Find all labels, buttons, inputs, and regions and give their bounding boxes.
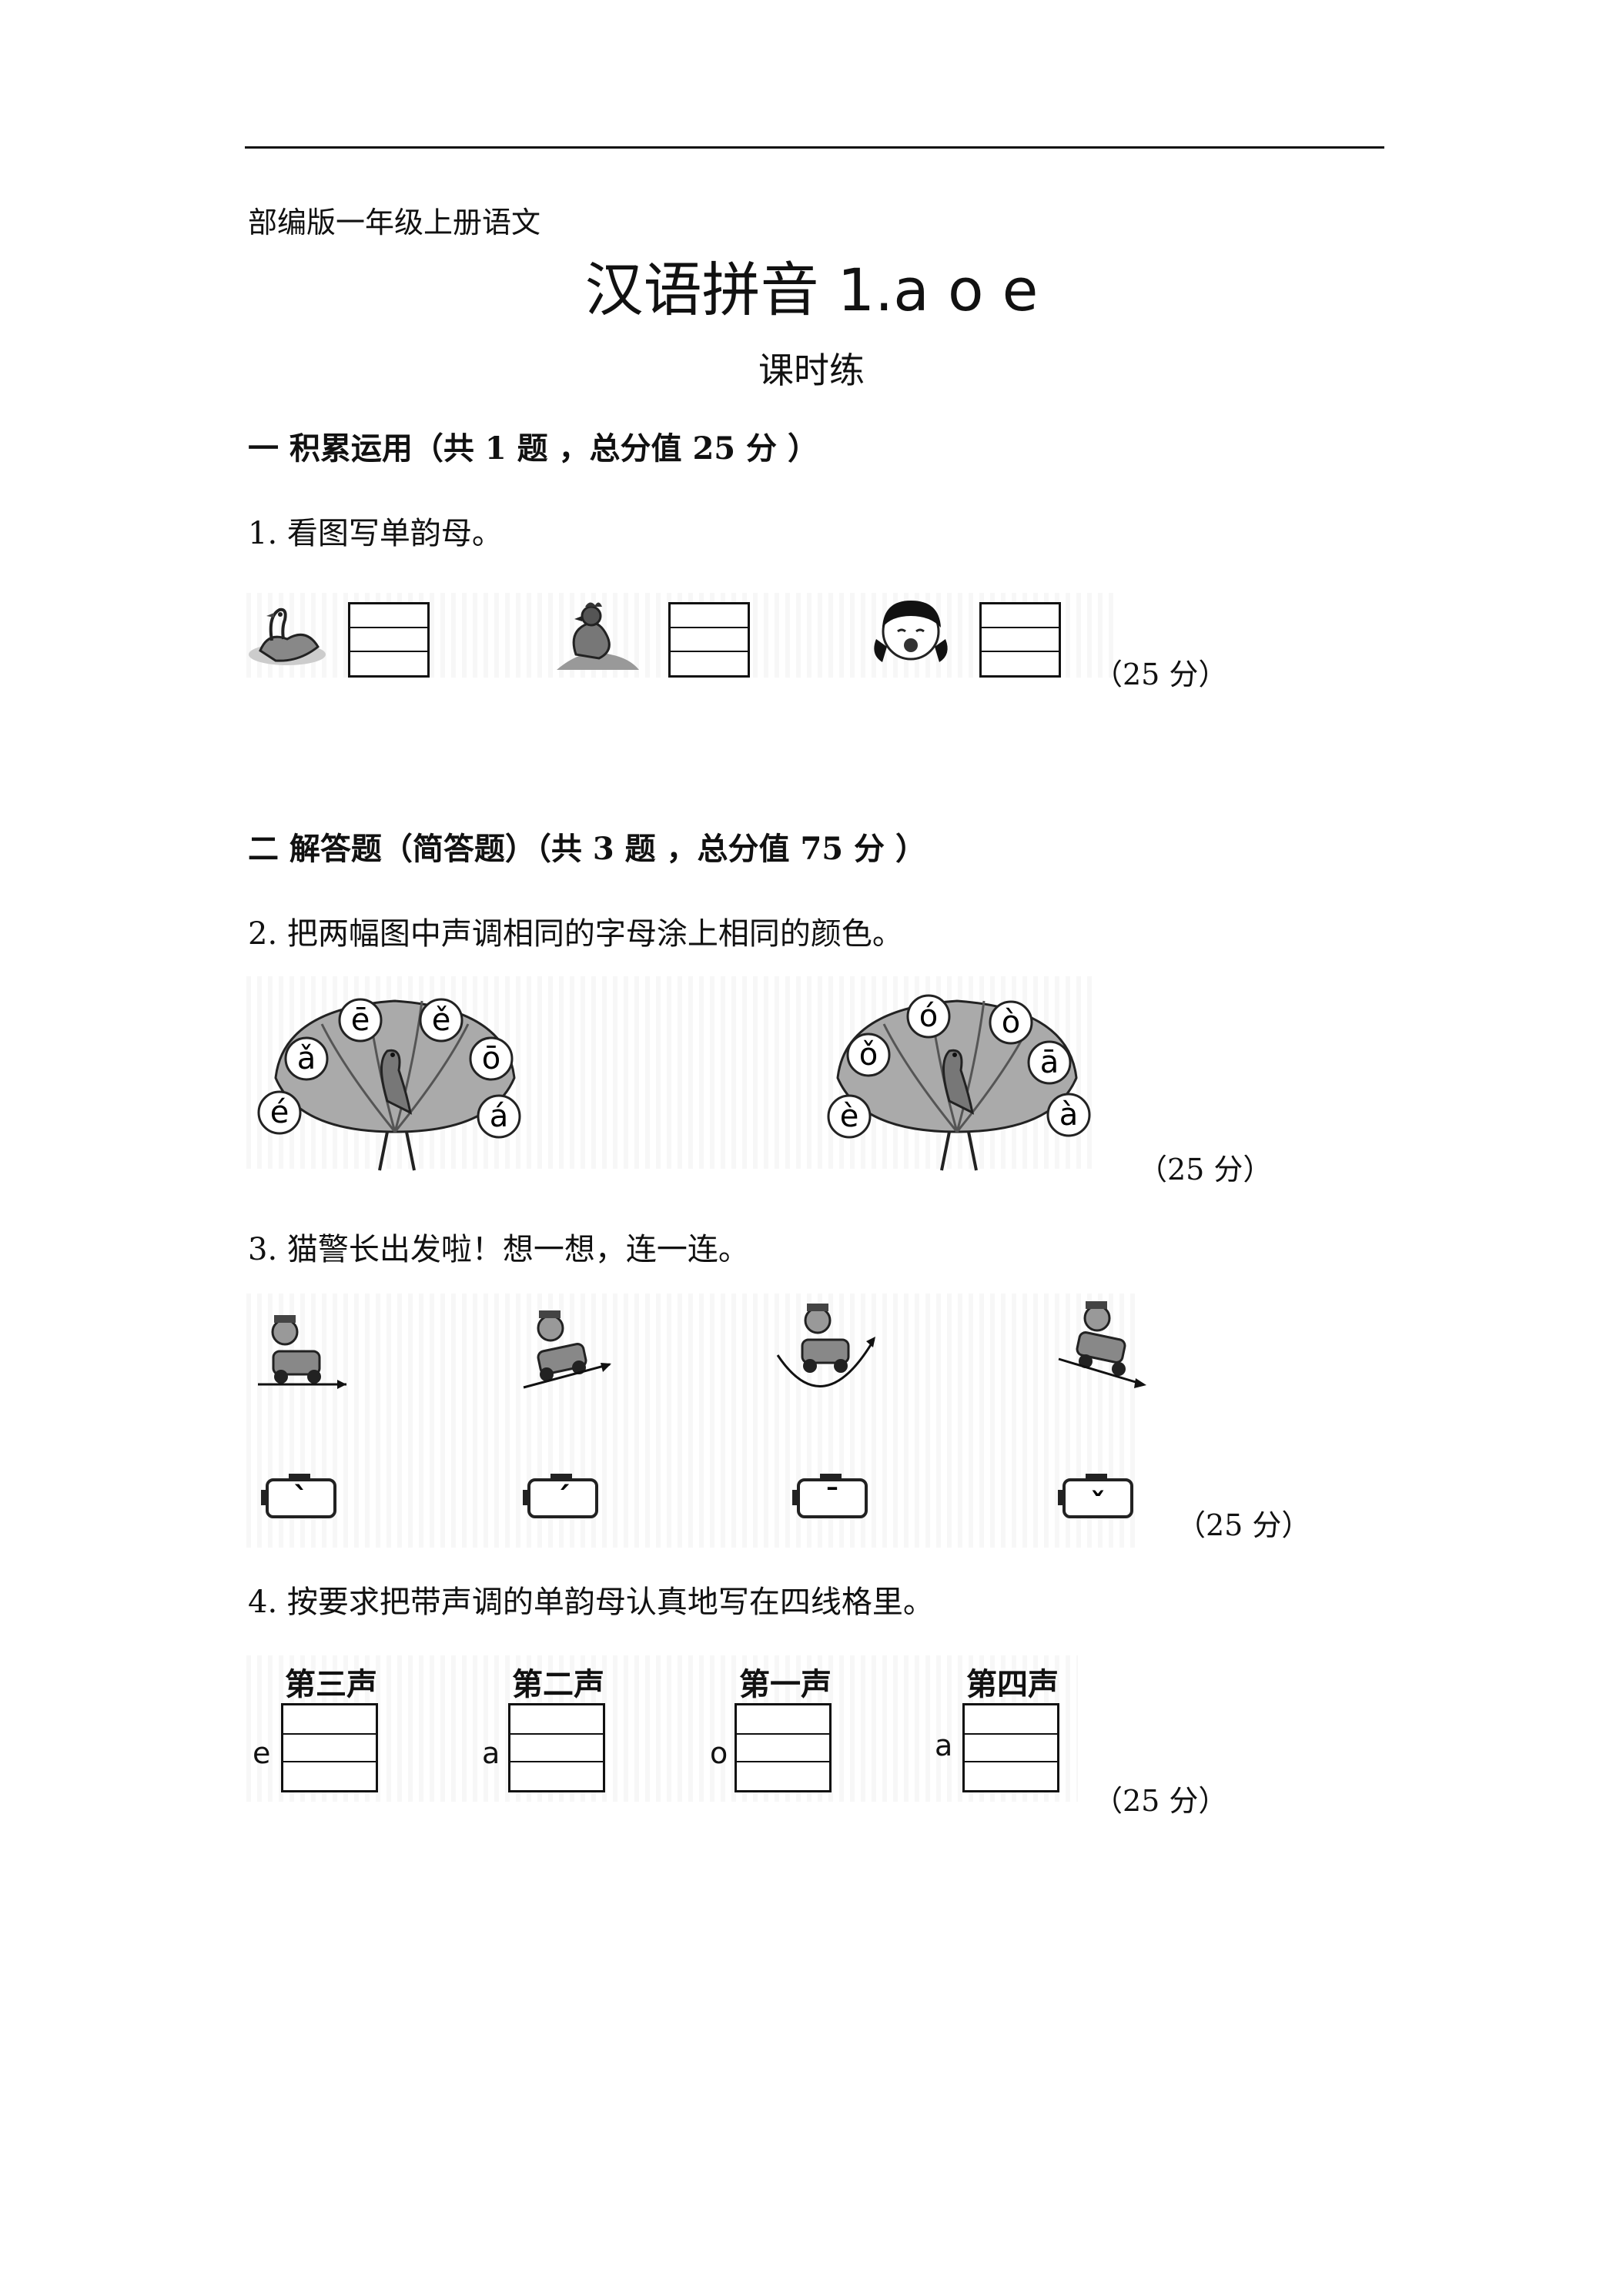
- q1-writing-grid-2[interactable]: [668, 602, 750, 678]
- section-heading-1: 一 积累运用（共 1 题 ，总分值 25 分 ）: [248, 430, 818, 467]
- cat-car-flat-picture: [258, 1315, 346, 1389]
- q4-score: （25 分）: [1093, 1784, 1228, 1818]
- top-rule: [245, 146, 1384, 149]
- q4-writing-grid-2[interactable]: [508, 1703, 605, 1792]
- tone-label: 第二声: [512, 1666, 604, 1702]
- tone-sign-box-1: ˋ: [261, 1474, 336, 1518]
- tone-label: 第四声: [966, 1666, 1059, 1702]
- tone-sign-box-2: ˊ: [523, 1474, 598, 1518]
- q4-writing-grid-3[interactable]: [735, 1703, 832, 1792]
- q3-image-strip: [246, 1294, 1139, 1548]
- page-header: 部编版一年级上册语文: [248, 206, 541, 239]
- tone-sign-box-3: ˉ: [792, 1474, 868, 1518]
- question-3: 3. 猫警长出发啦！想一想，连一连。: [248, 1232, 749, 1267]
- tone-mark: ˊ: [555, 1481, 571, 1517]
- goose-picture-icon: [249, 607, 326, 665]
- q1-score: （25 分）: [1093, 658, 1228, 691]
- peacock-left-letter: ǎ: [297, 1041, 316, 1076]
- vowel-label: a: [482, 1736, 500, 1770]
- q4-image-strip: [246, 1655, 1078, 1802]
- peacock-left-letter: ē: [351, 1002, 370, 1038]
- peacock-right-letter: ò: [1002, 1005, 1020, 1040]
- peacock-left-letter: á: [490, 1099, 509, 1134]
- peacock-left-letter: é: [270, 1095, 289, 1130]
- q1-writing-grid-1[interactable]: [348, 602, 430, 678]
- page-subtitle: 课时练: [758, 350, 865, 391]
- question-4: 4. 按要求把带声调的单韵母认真地写在四线格里。: [248, 1585, 934, 1620]
- girl-singing-picture-icon: [874, 601, 948, 662]
- tone-mark: ˉ: [825, 1483, 840, 1518]
- vowel-label: o: [710, 1736, 728, 1770]
- cat-car-falling-picture: [1058, 1301, 1146, 1388]
- q3-score: （25 分）: [1176, 1508, 1311, 1542]
- question-1: 1. 看图写单韵母。: [248, 516, 503, 551]
- peacock-left-letter: ō: [482, 1041, 500, 1076]
- tone-label: 第三声: [285, 1666, 377, 1702]
- section-heading-2: 二 解答题（简答题）（共 3 题 ，总分值 75 分 ）: [248, 831, 926, 867]
- peacock-right-letter: è: [840, 1099, 859, 1134]
- vowel-label: e: [253, 1736, 271, 1770]
- tone-mark: ˋ: [293, 1481, 309, 1517]
- tone-label: 第一声: [739, 1666, 832, 1702]
- q2-score: （25 分）: [1138, 1153, 1273, 1186]
- tone-sign-box-4: ˇ: [1058, 1474, 1133, 1523]
- tone-mark: ˇ: [1090, 1488, 1106, 1523]
- question-2: 2. 把两幅图中声调相同的字母涂上相同的颜色。: [248, 916, 903, 952]
- vowel-label: a: [935, 1729, 953, 1762]
- peacock-right-letter: ǒ: [859, 1037, 878, 1073]
- q4-writing-grid-1[interactable]: [281, 1703, 378, 1792]
- peacock-right-letter: à: [1059, 1097, 1079, 1133]
- cat-car-dip-picture: [776, 1304, 875, 1387]
- rooster-picture-icon: [557, 602, 639, 670]
- cat-car-rising-picture: [523, 1310, 611, 1389]
- peacock-right-letter: ā: [1040, 1045, 1059, 1080]
- peacock-right-picture: ó ò ǒ ā è à: [827, 994, 1091, 1171]
- peacock-right-letter: ó: [919, 999, 938, 1034]
- peacock-left-picture: ē ě ǎ ō é á: [257, 998, 521, 1171]
- q1-writing-grid-3[interactable]: [979, 602, 1061, 678]
- peacock-left-letter: ě: [432, 1002, 451, 1038]
- page-title: 汉语拼音 1.a o e: [584, 256, 1039, 324]
- q4-writing-grid-4[interactable]: [962, 1703, 1059, 1792]
